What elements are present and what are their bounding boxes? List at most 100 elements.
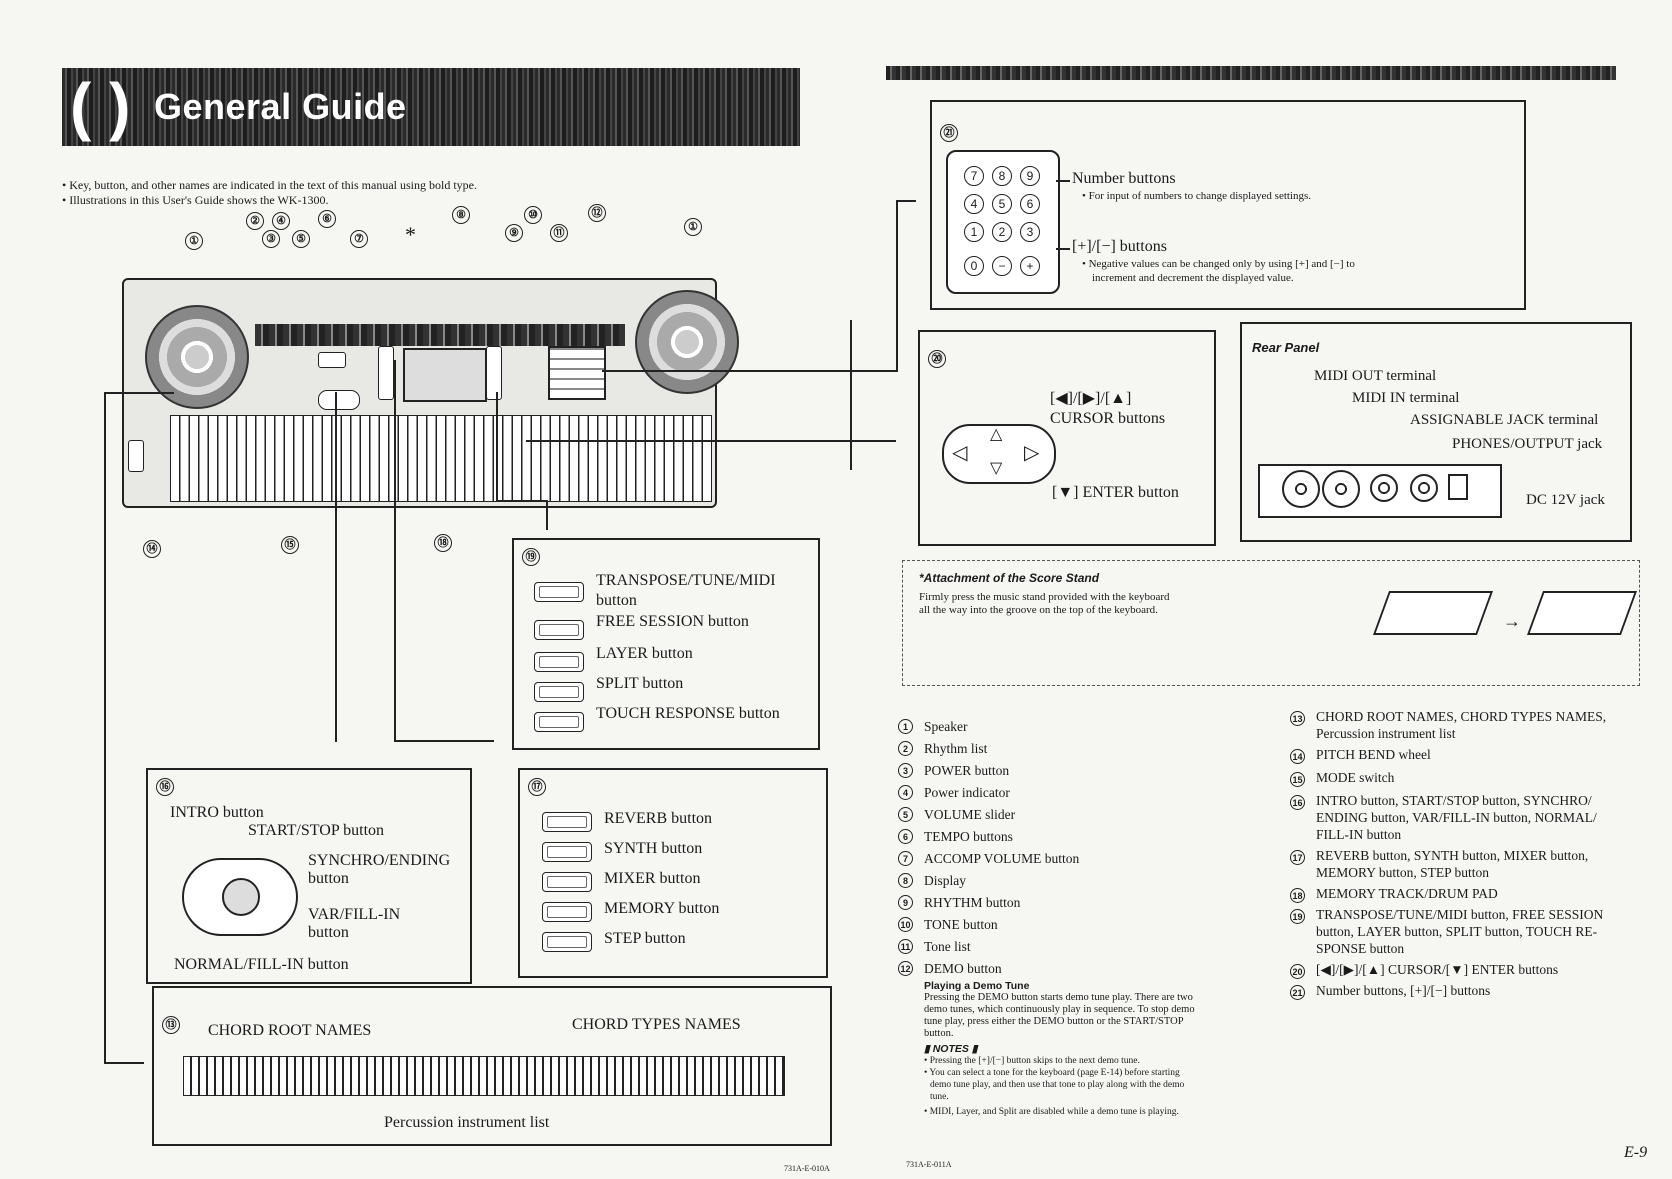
intro-note-1: • Key, button, and other names are indic… (62, 178, 477, 192)
callout-18: ⑱ (434, 534, 452, 552)
callout-1-left: ① (185, 232, 203, 250)
callout-8: ⑧ (452, 206, 470, 224)
percussion-list-label: Percussion instrument list (384, 1114, 550, 1131)
mixer-label: MIXER button (604, 870, 701, 887)
score-stand-box: *Attachment of the Score Stand Firmly pr… (902, 560, 1640, 686)
box-20: ⑳ ◁ ▷ △ ▽ [◀]/[▶]/[▲] CURSOR buttons [▼]… (918, 330, 1216, 546)
box-16-number: ⑯ (156, 778, 174, 796)
demo-note-2: • You can select a tone for the keyboard… (924, 1068, 1180, 1078)
function-button-column-left (378, 346, 394, 400)
box-17: ⑰ REVERB button SYNTH button MIXER butto… (518, 768, 828, 978)
rear-panel-title: Rear Panel (1252, 340, 1320, 355)
split-label: SPLIT button (596, 675, 684, 692)
score-stand-title: *Attachment of the Score Stand (919, 571, 1100, 585)
rhythm-tone-list-strip (255, 324, 625, 346)
synchro-ending-label: SYNCHRO/ENDING (308, 852, 451, 869)
enter-down-icon: ▽ (990, 458, 1003, 477)
key-1: 1 (964, 222, 984, 242)
intro-label: INTRO button (170, 804, 264, 821)
key-plus: + (1020, 256, 1040, 276)
connector-17-horizontal (394, 740, 494, 742)
connector-19-horizontal (496, 500, 546, 502)
list-item: 20[◀]/[▶]/[▲] CURSOR/[▼] ENTER buttons (1290, 961, 1606, 979)
touch-response-button-icon (534, 712, 584, 732)
connector-17 (394, 360, 396, 740)
key-5: 5 (992, 194, 1012, 214)
step-label: STEP button (604, 930, 686, 947)
key-0: 0 (964, 256, 984, 276)
transpose-button-icon (534, 582, 584, 602)
connector-13-bottom (104, 1062, 144, 1064)
connector-21-vertical (896, 200, 898, 372)
demo-title: Playing a Demo Tune (924, 980, 1030, 992)
normal-fill-in-label: NORMAL/FILL-IN button (174, 956, 349, 973)
chord-types-names-label: CHORD TYPES NAMES (572, 1016, 741, 1033)
midi-out-jack-icon (1282, 470, 1320, 508)
chord-keyboard-strip (183, 1056, 785, 1096)
pm-buttons-note-1: • Negative values can be changed only by… (1082, 258, 1355, 270)
demo-note-2-cont-2: tune. (930, 1092, 949, 1102)
connector-19 (496, 392, 498, 500)
callout-7: ⑦ (350, 230, 368, 248)
reverb-label: REVERB button (604, 810, 713, 827)
transpose-label-2: button (596, 592, 637, 609)
key-9: 9 (1020, 166, 1040, 186)
free-session-label: FREE SESSION button (596, 613, 749, 630)
callout-9: ⑨ (505, 224, 523, 242)
cursor-up-icon: △ (990, 424, 1003, 443)
connector-13-top (104, 392, 174, 394)
memory-button-icon (542, 902, 592, 922)
connector-19-drop (546, 500, 548, 530)
key-3: 3 (1020, 222, 1040, 242)
enter-button-label: [▼] ENTER button (1052, 484, 1179, 501)
reverb-button-icon (542, 812, 592, 832)
intro-note-2: • Illustrations in this User's Guide sho… (62, 193, 329, 207)
rhythm-control-pad-icon (182, 858, 298, 936)
cursor-right-icon: ▷ (1024, 440, 1040, 464)
demo-note-3: • MIDI, Layer, and Split are disabled wh… (924, 1107, 1179, 1117)
keys-illustration (170, 415, 712, 502)
display-illustration (403, 348, 487, 402)
dc-jack-icon (1448, 474, 1468, 500)
start-stop-label: START/STOP button (248, 822, 385, 839)
connector-16 (335, 392, 337, 742)
midi-in-label: MIDI IN terminal (1352, 390, 1460, 406)
number-pad-illustration (548, 346, 606, 400)
demo-body-1: Pressing the DEMO button starts demo tun… (924, 992, 1193, 1003)
box-13-number: ⑬ (162, 1016, 180, 1034)
box-21-number: ㉑ (940, 124, 958, 142)
touch-response-label: TOUCH RESPONSE button (596, 705, 780, 722)
layer-label: LAYER button (596, 645, 693, 662)
demo-body-4: button. (924, 1028, 954, 1039)
cursor-pad-icon: ◁ ▷ △ ▽ (942, 424, 1056, 484)
rear-panel-box: Rear Panel MIDI OUT terminal MIDI IN ter… (1240, 322, 1632, 542)
key-7: 7 (964, 166, 984, 186)
number-buttons-label: Number buttons (1072, 170, 1176, 187)
chapter-mark: ( ) (70, 70, 131, 142)
cursor-keys-label: [◀]/[▶]/[▲] (1050, 390, 1132, 407)
demo-body-3: tune play, press either the DEMO button … (924, 1016, 1184, 1027)
callout-11: ⑪ (550, 224, 568, 242)
connector-13 (104, 392, 106, 1064)
box-19-number: ⑲ (522, 548, 540, 566)
assignable-jack-label: ASSIGNABLE JACK terminal (1410, 412, 1599, 428)
demo-body-2: demo tunes, which continuously play in s… (924, 1004, 1195, 1015)
cursor-buttons-label: CURSOR buttons (1050, 410, 1166, 427)
layer-button-icon (534, 652, 584, 672)
box-16: ⑯ INTRO button START/STOP button SYNCHRO… (146, 768, 472, 984)
key-4: 4 (964, 194, 984, 214)
connector-21-top (896, 200, 916, 202)
number-keypad-icon: 7 8 9 4 5 6 1 2 3 0 − + (946, 150, 1060, 294)
score-stand-line-1: Firmly press the music stand provided wi… (919, 591, 1170, 603)
